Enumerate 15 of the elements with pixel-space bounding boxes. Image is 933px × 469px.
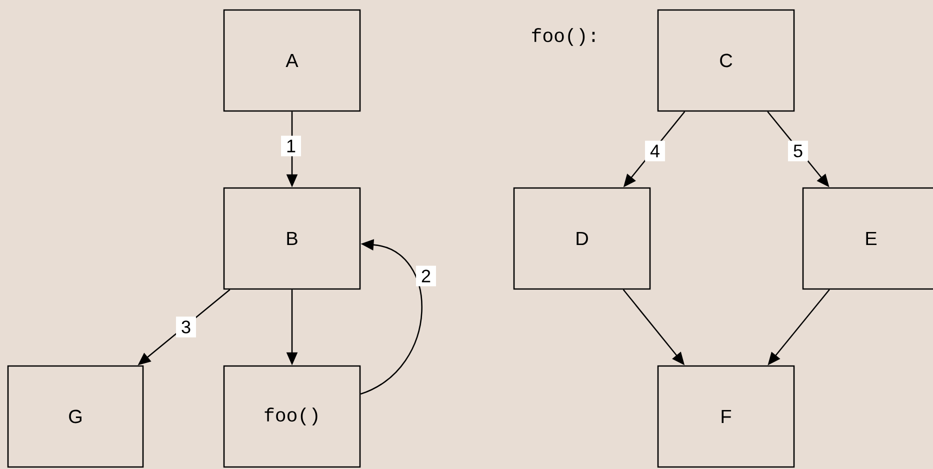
- process-box: F: [657, 365, 795, 468]
- arrow: [360, 239, 422, 395]
- process-box: B: [223, 187, 361, 290]
- process-box: foo(): [223, 365, 361, 468]
- edge-label: 5: [788, 140, 808, 162]
- edge-label: 2: [416, 266, 436, 286]
- edge-label: 4: [645, 140, 666, 162]
- code-label: foo():: [532, 28, 595, 46]
- process-box: A: [223, 9, 361, 112]
- process-box: E: [802, 187, 933, 290]
- process-box: C: [657, 9, 795, 112]
- process-box: G: [7, 365, 144, 468]
- process-box: D: [513, 187, 651, 290]
- edge-label: 3: [176, 316, 196, 338]
- edge-label: 1: [281, 136, 301, 156]
